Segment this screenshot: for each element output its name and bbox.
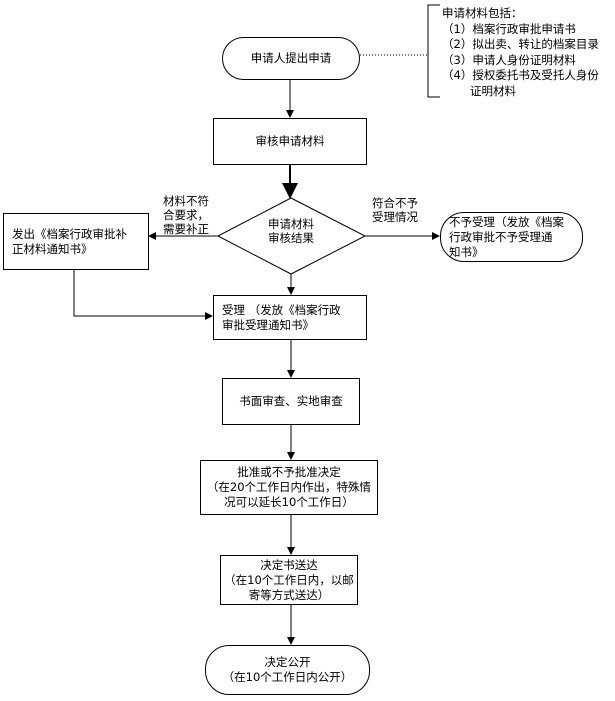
correction-notice-box: 发出《档案行政审批补正材料通知书》 [3, 213, 149, 270]
materials-item: （2）拟出卖、转让的档案目录 [442, 37, 599, 51]
left-condition-label: 材料不符 合要求， 需要补正 [163, 194, 209, 236]
box-line: 不予受理（发放《档案 [449, 214, 564, 229]
label-line: 需要补正 [163, 222, 209, 236]
box-line: 正材料通知书》 [12, 241, 93, 256]
inspection-text: 书面审查、实地审查 [239, 394, 343, 408]
publish-node: 决定公开（在10个工作日内公开） [205, 645, 370, 695]
box-line: 寄等方式送达） [248, 587, 330, 602]
approval-box: 批准或不予批准决定（在20个工作日内作出，特殊情况可以延长10个工作日） [200, 460, 378, 515]
decision-line: 申请材料 [268, 217, 314, 231]
box-line: （在10个工作日内，以邮 [224, 572, 354, 587]
box-line: （在20个工作日内作出，特殊情 [206, 480, 372, 494]
arrow-return [73, 270, 213, 320]
box-line: 批准或不予批准决定 [237, 465, 341, 479]
label-line: 符合不予 [372, 196, 418, 210]
decision-text: 申请材料 审核结果 [254, 217, 328, 245]
materials-item: （3）申请人身份证明材料 [442, 52, 576, 67]
materials-item: （4）授权委托书及受托人身份 [442, 68, 599, 82]
box-line: 受理 （发放《档案行政 [222, 302, 341, 317]
box-line: （在10个工作日内公开） [222, 670, 353, 684]
review-box: 审核申请材料 [213, 118, 367, 165]
decision-line: 审核结果 [268, 231, 314, 245]
materials-bracket [427, 4, 440, 98]
box-line: 决定公开 [264, 655, 311, 669]
box-line: 发出《档案行政审批补 [12, 226, 127, 241]
inspection-box: 书面审查、实地审查 [222, 378, 360, 425]
box-line: 况可以延长10个工作日） [224, 495, 354, 509]
accept-box: 受理 （发放《档案行政审批受理通知书》 [213, 295, 367, 340]
box-line: 行政审批不予受理通 [449, 229, 553, 244]
label-line: 合要求， [163, 208, 209, 222]
box-line: 决定书送达 [260, 557, 318, 572]
delivery-box: 决定书送达（在10个工作日内，以邮寄等方式送达） [220, 555, 358, 605]
materials-item: （1）档案行政审批申请书 [442, 21, 576, 36]
materials-list: 申请材料包括： （1）档案行政审批申请书 （2）拟出卖、转让的档案目录 （3）申… [442, 6, 599, 99]
rejection-node: 不予受理（发放《档案行政审批不予受理通知书》 [440, 212, 583, 262]
right-condition-label: 符合不予 受理情况 [372, 196, 418, 224]
box-line: 知书》 [449, 244, 484, 259]
materials-title: 申请材料包括： [442, 6, 523, 20]
review-text: 审核申请材料 [255, 134, 325, 148]
label-line: 受理情况 [372, 210, 418, 224]
materials-item: 证明材料 [470, 83, 516, 98]
start-text: 申请人提出申请 [250, 51, 332, 65]
box-line: 审批受理通知书》 [222, 317, 314, 332]
start-node: 申请人提出申请 [222, 37, 360, 80]
label-line: 材料不符 [163, 194, 209, 208]
